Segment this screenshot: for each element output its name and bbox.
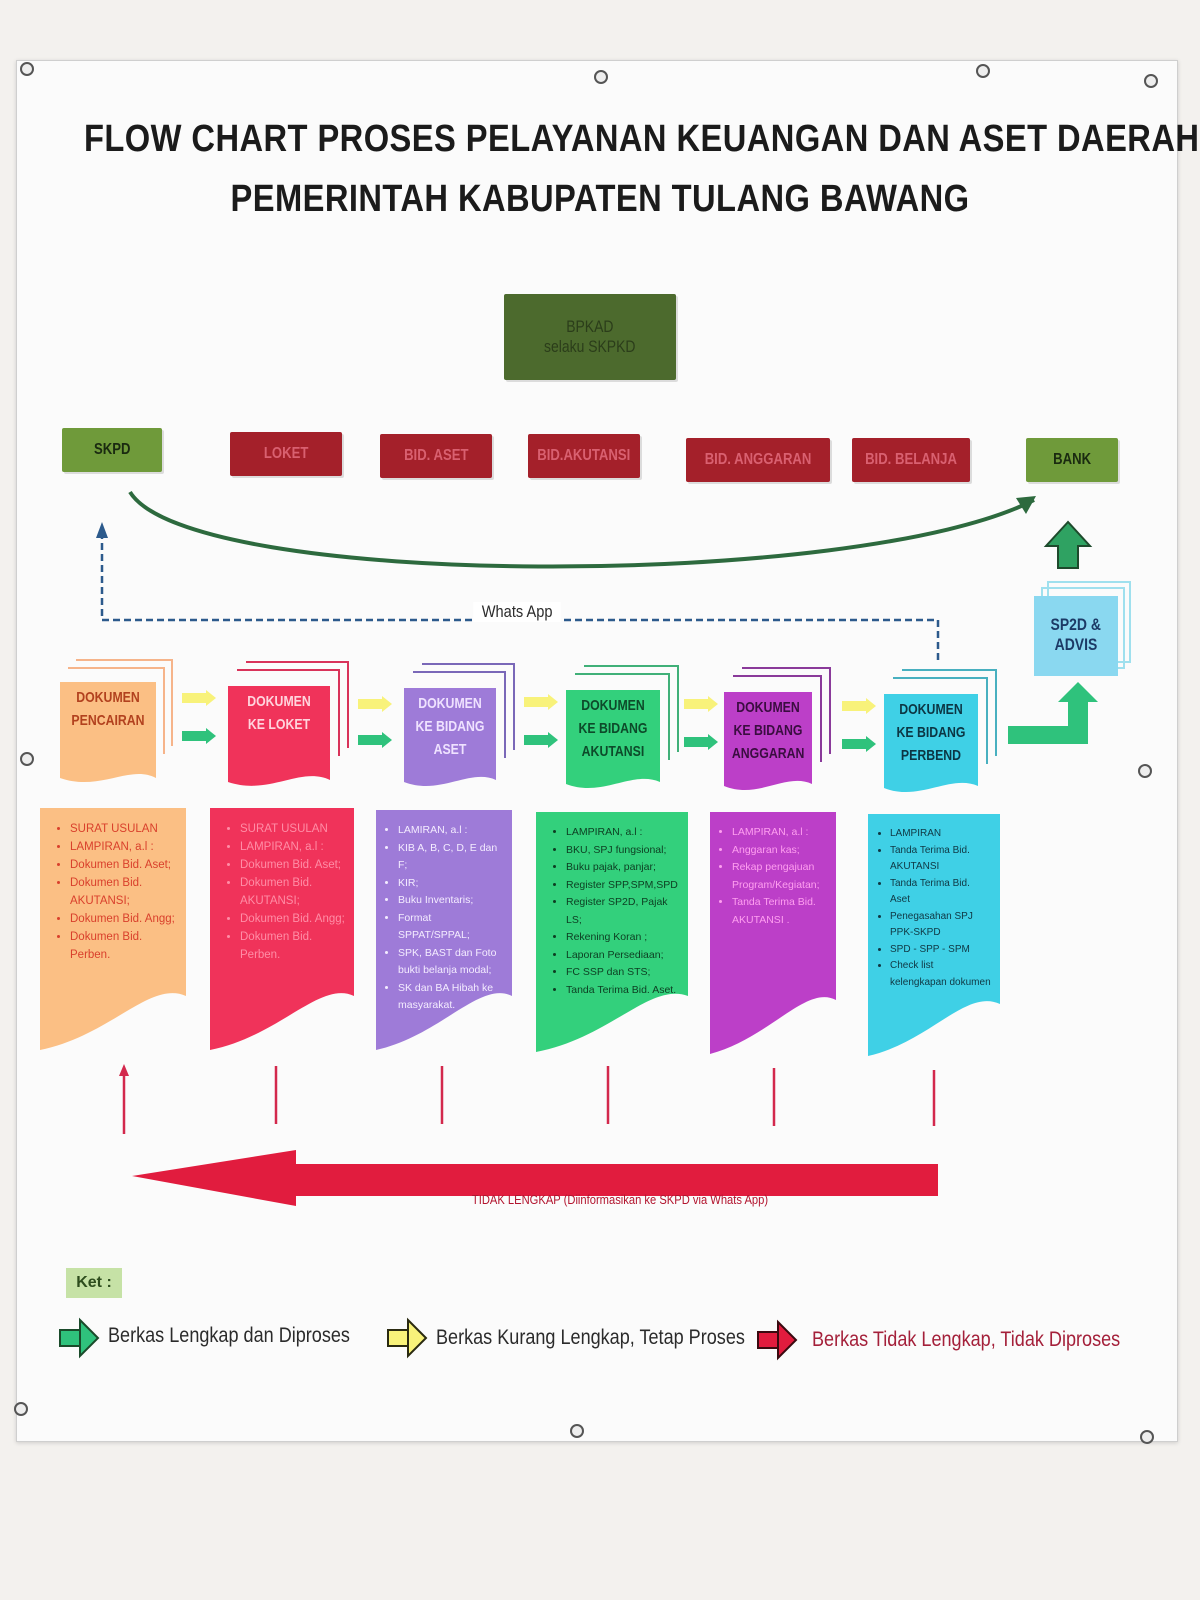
list-item: Dokumen Bid. Angg; — [70, 910, 178, 928]
list-item: Penegasahan SPJ PPK-SKPD — [890, 909, 992, 942]
tidak-lengkap-label: TIDAK LENGKAP (Diinformasikan ke SKPD vi… — [471, 1192, 769, 1207]
list-item: LAMPIRAN — [890, 826, 992, 843]
list-item: KIR; — [398, 875, 504, 893]
legend-green-text: Berkas Lengkap dan Diproses — [108, 1324, 350, 1347]
list-item: Register SP2D, Pajak LS; — [566, 894, 680, 929]
grommet — [1138, 764, 1152, 778]
title-line-2: PEMERINTAH KABUPATEN TULANG BAWANG — [230, 178, 970, 220]
list-anggaran: LAMPIRAN, a.l : Anggaran kas; Rekap peng… — [710, 812, 836, 929]
list-akutansi: LAMPIRAN, a.l : BKU, SPJ fungsional; Buk… — [536, 812, 688, 999]
loket-label: LOKET — [263, 445, 309, 462]
list-item: Laporan Persediaan; — [566, 947, 680, 965]
list-item: Dokumen Bid. AKUTANSI; — [70, 874, 178, 910]
list-item: SK dan BA Hibah ke masyarakat. — [398, 980, 504, 1015]
grommet — [1140, 1430, 1154, 1444]
bpkad-sublabel: selaku SKPKD — [544, 337, 636, 356]
sp2d-sublabel: ADVIS — [1054, 635, 1098, 654]
grommet — [20, 752, 34, 766]
list-item: LAMPIRAN, a.l : — [240, 838, 346, 856]
bid-akutansi-label: BID.AKUTANSI — [537, 447, 631, 464]
grommet — [570, 1424, 584, 1438]
bid-aset-box: BID. ASET — [380, 434, 492, 478]
legend-red-text: Berkas Tidak Lengkap, Tidak Diproses — [812, 1328, 1121, 1351]
legend-yellow-arrow-icon — [387, 1317, 428, 1359]
sp2d-stack — [1034, 581, 1131, 676]
legend-arrows — [59, 1317, 798, 1361]
skpd-box: SKPD — [62, 428, 162, 472]
list-item: Register SPP,SPM,SPD — [566, 877, 680, 895]
list-item: Buku Inventaris; — [398, 892, 504, 910]
list-item: Tanda Terima Bid. Aset — [890, 876, 992, 909]
grommet — [1144, 74, 1158, 88]
list-aset: LAMIRAN, a.l : KIB A, B, C, D, E dan F; … — [376, 810, 512, 1015]
bid-anggaran-label: BID. ANGGARAN — [704, 451, 812, 468]
list-item: FC SSP dan STS; — [566, 964, 680, 982]
list-item: Buku pajak, panjar; — [566, 859, 680, 877]
list-item: Format SPPAT/SPPAL; — [398, 910, 504, 945]
title-line-1: FLOW CHART PROSES PELAYANAN KEUANGAN DAN… — [84, 118, 1200, 160]
legend-green-arrow-icon — [59, 1317, 100, 1359]
list-item: SURAT USULAN — [240, 820, 346, 838]
list-item: KIB A, B, C, D, E dan F; — [398, 840, 504, 875]
skpd-label: SKPD — [93, 441, 131, 458]
list-item: Dokumen Bid. Aset; — [240, 856, 346, 874]
list-item: Anggaran kas; — [732, 842, 828, 860]
list-item: Dokumen Bid. Perben. — [70, 928, 178, 964]
list-item: SPK, BAST dan Foto bukti belanja modal; — [398, 945, 504, 980]
bid-anggaran-box: BID. ANGGARAN — [686, 438, 830, 482]
list-item: Dokumen Bid. Angg; — [240, 910, 346, 928]
bpkad-label: BPKAD — [566, 317, 614, 336]
bid-belanja-label: BID. BELANJA — [865, 451, 957, 468]
bid-akutansi-box: BID.AKUTANSI — [528, 434, 640, 478]
list-item: LAMIRAN, a.l : — [398, 822, 504, 840]
list-item: Tanda Terima Bid. Aset. — [566, 982, 680, 1000]
list-item: Dokumen Bid. AKUTANSI; — [240, 874, 346, 910]
bid-belanja-box: BID. BELANJA — [852, 438, 970, 482]
list-pencairan: SURAT USULAN LAMPIRAN, a.l : Dokumen Bid… — [40, 808, 186, 964]
list-perbend: LAMPIRAN Tanda Terima Bid. AKUTANSI Tand… — [868, 814, 1000, 991]
list-item: SURAT USULAN — [70, 820, 178, 838]
legend-red-arrow-icon — [757, 1319, 798, 1361]
grommet — [14, 1402, 28, 1416]
list-loket: SURAT USULAN LAMPIRAN, a.l : Dokumen Bid… — [210, 808, 354, 964]
bpkad-box: BPKAD selaku SKPKD — [504, 294, 676, 380]
list-item: Rekening Koran ; — [566, 929, 680, 947]
whatsapp-label: Whats App — [473, 602, 562, 622]
grommet — [594, 70, 608, 84]
list-item: Dokumen Bid. Aset; — [70, 856, 178, 874]
grommet — [20, 62, 34, 76]
bank-box: BANK — [1026, 438, 1118, 482]
bid-aset-label: BID. ASET — [403, 447, 469, 464]
sp2d-box: SP2D & ADVIS — [1034, 600, 1118, 670]
list-item: Rekap pengajuan Program/Kegiatan; — [732, 859, 828, 894]
list-item: Tanda Terima Bid. AKUTANSI — [890, 843, 992, 876]
list-item: SPD - SPP - SPM — [890, 942, 992, 959]
grommet — [976, 64, 990, 78]
list-item: LAMPIRAN, a.l : — [732, 824, 828, 842]
list-item: BKU, SPJ fungsional; — [566, 842, 680, 860]
loket-box: LOKET — [230, 432, 342, 476]
bank-label: BANK — [1053, 451, 1091, 468]
list-item: Check list kelengkapan dokumen — [890, 958, 992, 991]
list-item: LAMPIRAN, a.l : — [70, 838, 178, 856]
legend-yellow-text: Berkas Kurang Lengkap, Tetap Proses — [436, 1326, 745, 1349]
legend-ket: Ket : — [66, 1268, 122, 1298]
sp2d-label: SP2D & — [1050, 615, 1102, 634]
list-item: LAMPIRAN, a.l : — [566, 824, 680, 842]
list-item: Dokumen Bid. Perben. — [240, 928, 346, 964]
list-item: Tanda Terima Bid. AKUTANSI . — [732, 894, 828, 929]
